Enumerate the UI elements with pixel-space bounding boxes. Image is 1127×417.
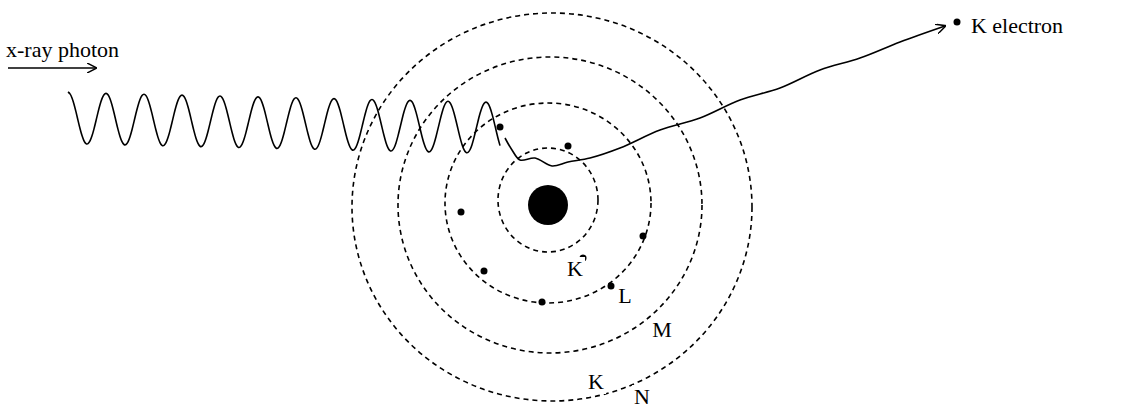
photon-arrow [8,67,96,69]
photon-label: x-ray photon [4,38,121,62]
ejected-electron [954,19,961,26]
k-shell [498,148,598,252]
n-shell [352,13,752,401]
shell-letter: K [586,370,606,394]
electron-track [505,26,945,166]
electron-label: K electron [969,14,1065,38]
electrons [458,124,647,306]
photon-wave [68,92,500,153]
shell-letter: N [632,385,652,409]
m-shell [398,57,702,353]
shell-letter: K [565,257,585,281]
nucleus [528,185,568,225]
shell-letter: L [616,284,633,308]
shell-letter: M [650,318,674,342]
